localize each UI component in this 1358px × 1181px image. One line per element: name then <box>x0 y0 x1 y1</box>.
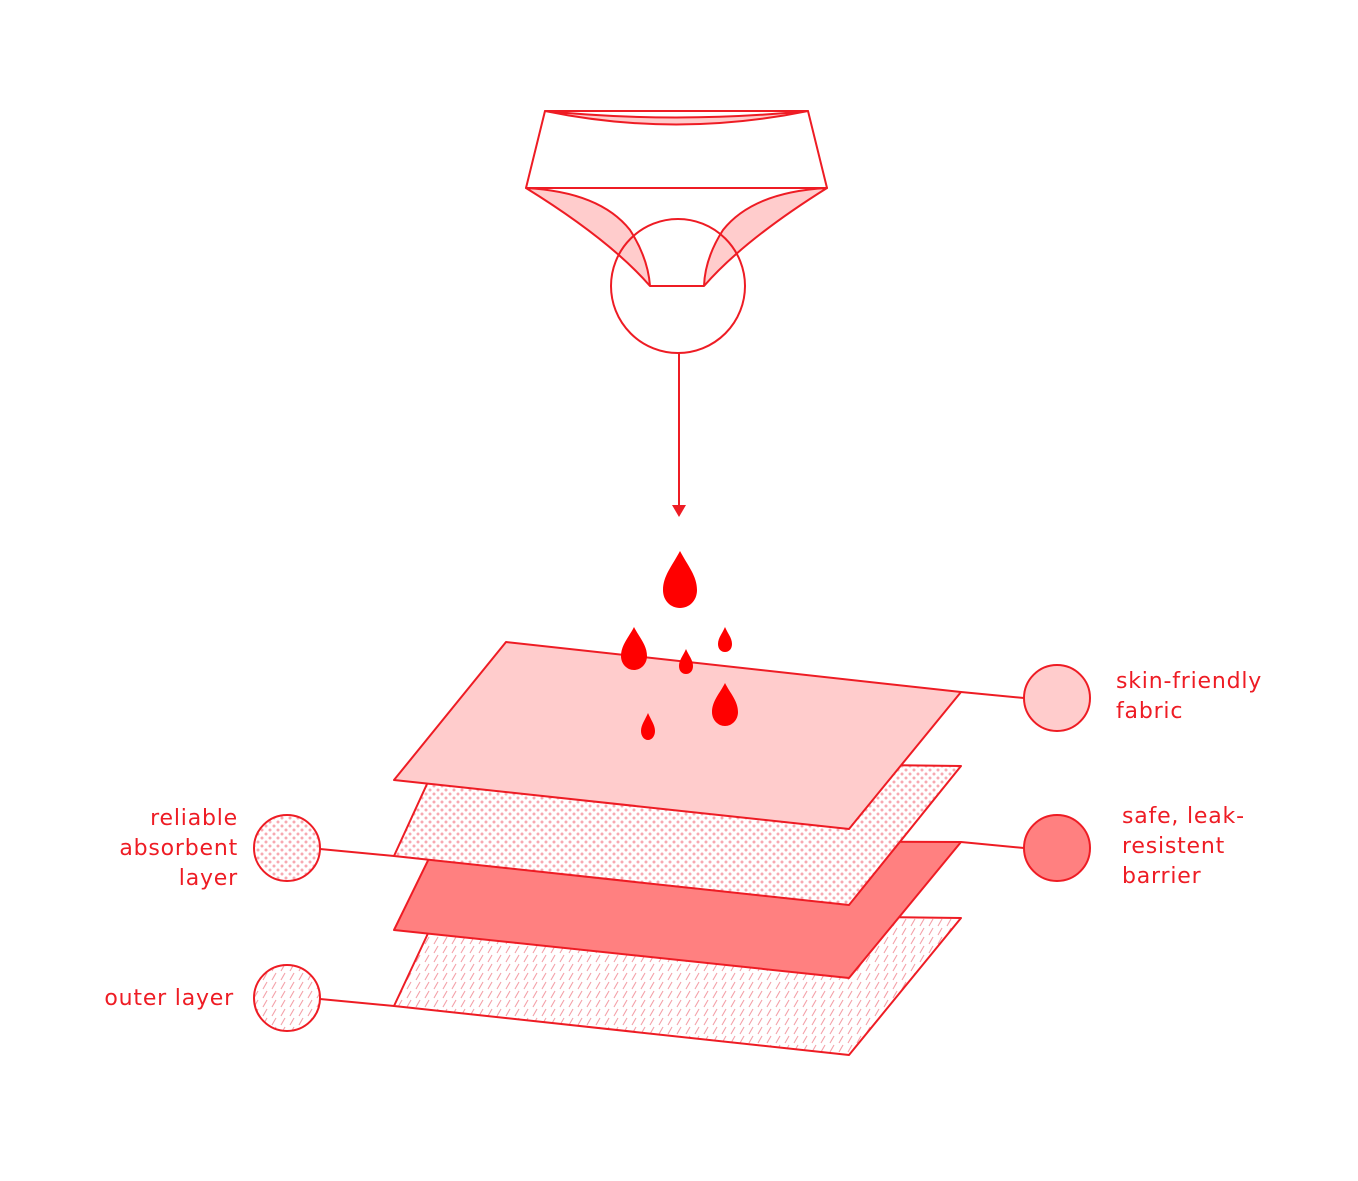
label-skin-friendly: skin-friendly fabric <box>1116 667 1262 727</box>
connector-skin <box>960 691 1025 699</box>
blood-drop-icon <box>621 551 738 740</box>
label-outer: outer layer <box>104 984 234 1014</box>
label-line: safe, leak- <box>1122 804 1245 829</box>
connector-absorbent <box>319 848 395 857</box>
skin-fabric-sheet <box>393 641 962 830</box>
label-absorbent: reliable absorbent layer <box>119 804 238 894</box>
swatch-absorbent <box>253 814 321 882</box>
label-line: skin-friendly <box>1116 669 1263 694</box>
connector-outer <box>319 998 395 1007</box>
arrow-down-icon <box>672 353 686 517</box>
swatch-barrier <box>1023 814 1091 882</box>
swatch-outer <box>253 964 321 1032</box>
swatch-skin-friendly <box>1023 664 1091 732</box>
label-line: outer layer <box>104 986 234 1011</box>
label-line: barrier <box>1122 864 1202 889</box>
label-line: absorbent <box>119 836 238 861</box>
label-barrier: safe, leak- resistent barrier <box>1122 802 1245 892</box>
connector-barrier <box>960 841 1025 849</box>
label-line: layer <box>178 866 238 891</box>
label-line: fabric <box>1116 699 1184 724</box>
label-line: resistent <box>1122 834 1226 859</box>
underwear-icon <box>525 110 828 354</box>
label-line: reliable <box>150 806 238 831</box>
